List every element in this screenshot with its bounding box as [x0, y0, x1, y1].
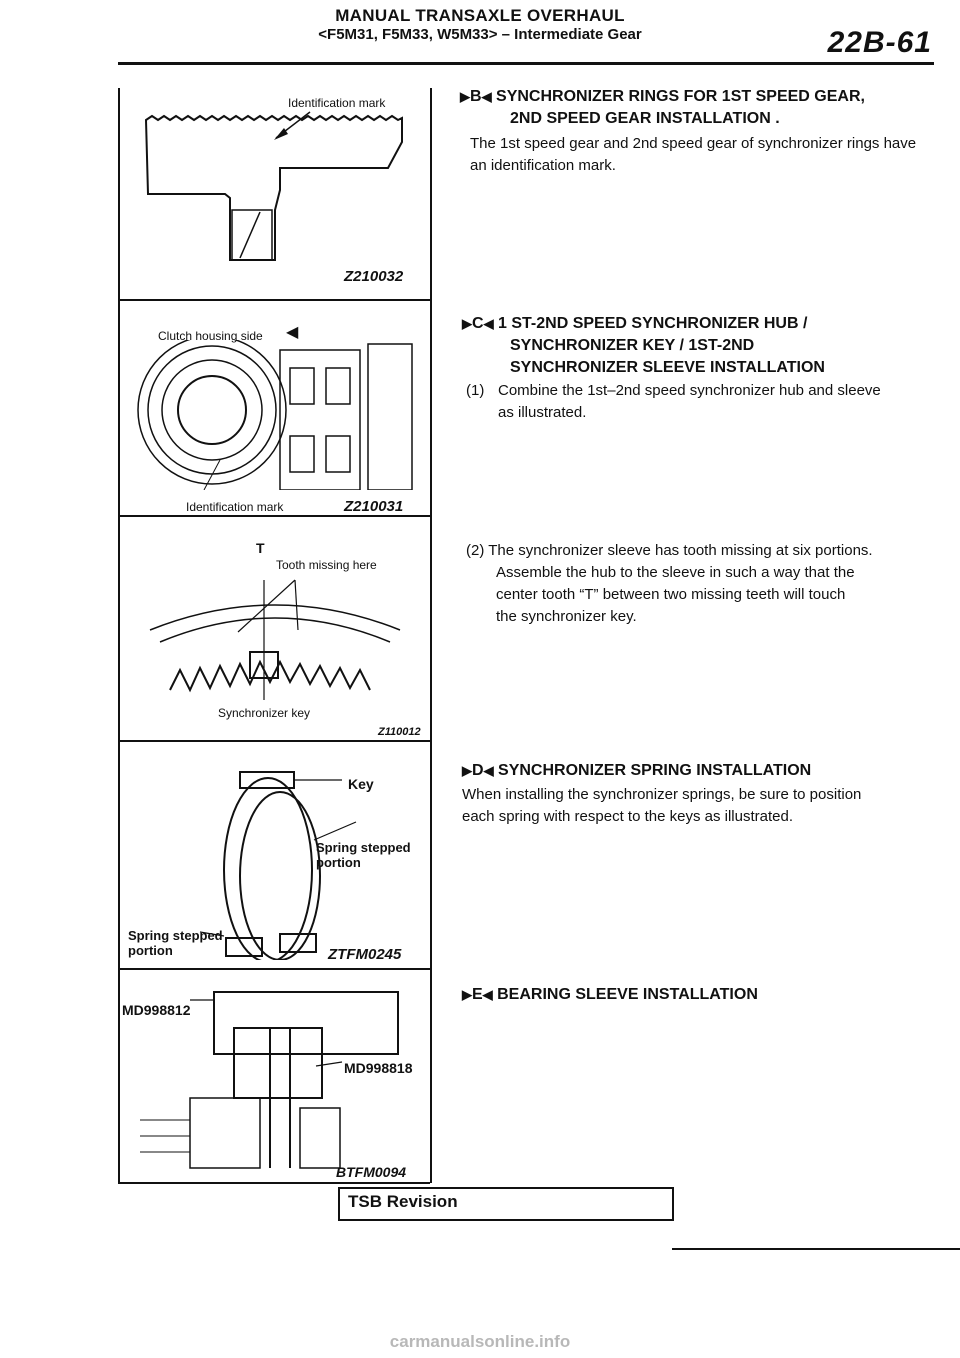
figure-divider	[118, 1182, 430, 1184]
step-number: (1)	[466, 382, 485, 399]
bearing-sleeve-figure	[140, 991, 399, 1169]
step-text: the synchronizer key.	[496, 608, 637, 625]
header-rule	[118, 62, 934, 65]
step-text: Combine the 1st–2nd speed synchronizer h…	[498, 382, 881, 399]
section-d-title: ▶D◀ SYNCHRONIZER SPRING INSTALLATION	[462, 760, 811, 782]
figure-label: Synchronizer key	[218, 706, 311, 720]
play-icon: ▶	[460, 89, 470, 104]
section-title-line: SYNCHRONIZER SLEEVE INSTALLATION	[510, 359, 825, 376]
footer-rule	[672, 1248, 960, 1250]
figure-label: MD998812	[122, 1002, 191, 1018]
step-text: center tooth “T” between two missing tee…	[496, 586, 846, 603]
triangle-left-icon: ◀	[482, 987, 493, 1002]
step-text: Assemble the hub to the sleeve in such a…	[496, 564, 855, 581]
header-subtitle: <F5M31, F5M33, W5M33> – Intermediate Gea…	[318, 26, 642, 43]
figure-divider	[118, 515, 430, 517]
play-icon: ▶	[462, 316, 472, 331]
section-b-title: ▶B◀ SYNCHRONIZER RINGS FOR 1ST SPEED GEA…	[460, 86, 865, 108]
figure-divider	[118, 968, 430, 970]
section-title-line: 2ND SPEED GEAR INSTALLATION .	[510, 110, 780, 127]
figure-code: Z210031	[344, 498, 404, 515]
synchronizer-spring-figure	[199, 771, 357, 960]
figure-label: Identification mark	[186, 500, 284, 514]
triangle-left-icon: ◀	[483, 316, 494, 331]
section-marker: B	[470, 88, 482, 105]
play-icon: ▶	[462, 763, 472, 778]
step-text: as illustrated.	[498, 404, 587, 421]
play-icon: ▶	[462, 987, 472, 1002]
figure-label: Key	[348, 776, 374, 792]
figure-label: MD998818	[344, 1060, 413, 1076]
section-d-body: When installing the synchronizer springs…	[462, 786, 862, 803]
triangle-left-icon: ◀	[483, 763, 494, 778]
section-e-title: ▶E◀ BEARING SLEEVE INSTALLATION	[462, 984, 758, 1006]
figure-divider	[118, 740, 430, 742]
section-title-line: SYNCHRONIZER KEY / 1ST-2ND	[510, 337, 755, 354]
tsb-revision-label: TSB Revision	[348, 1192, 458, 1211]
synchronizer-sleeve-figure	[149, 579, 401, 700]
figure-column	[118, 88, 432, 1183]
section-d-body: each spring with respect to the keys as …	[462, 808, 793, 825]
section-title-line: SYNCHRONIZER SPRING INSTALLATION	[498, 762, 812, 779]
header-title: MANUAL TRANSAXLE OVERHAUL	[335, 6, 625, 25]
section-c-title: ▶C◀ 1 ST-2ND SPEED SYNCHRONIZER HUB /	[462, 313, 807, 335]
figure-code: Z110012	[378, 726, 421, 738]
figure-label: Identification mark	[288, 96, 386, 110]
section-title-line: 1 ST-2ND SPEED SYNCHRONIZER HUB /	[498, 315, 808, 332]
figure-code: BTFM0094	[336, 1164, 407, 1180]
figure-code: ZTFM0245	[328, 946, 402, 963]
section-marker: E	[472, 986, 483, 1003]
arrow-left-icon: ◀	[286, 324, 299, 341]
figure-label: T	[256, 540, 265, 556]
section-title-line: BEARING SLEEVE INSTALLATION	[497, 986, 758, 1003]
section-marker: C	[472, 315, 484, 332]
section-marker: D	[472, 762, 484, 779]
tsb-revision-box	[338, 1187, 674, 1221]
step-text: (2) The synchronizer sleeve has tooth mi…	[466, 542, 873, 559]
figure-divider	[118, 299, 430, 301]
section-title-line: SYNCHRONIZER RINGS FOR 1ST SPEED GEAR,	[496, 88, 865, 105]
page-number: 22B-61	[827, 26, 932, 59]
section-b-body: The 1st speed gear and 2nd speed gear of…	[470, 135, 917, 174]
watermark: carmanualsonline.info	[389, 1332, 571, 1351]
synchronizer-ring-figure	[144, 111, 403, 261]
clutch-housing-figure	[137, 340, 413, 490]
figure-code: Z210032	[344, 268, 404, 285]
figure-label: Spring stepped portion	[316, 840, 411, 870]
figure-label: Spring stepped portion	[128, 928, 223, 958]
figure-label: Tooth missing here	[276, 558, 377, 572]
triangle-left-icon: ◀	[481, 89, 492, 104]
